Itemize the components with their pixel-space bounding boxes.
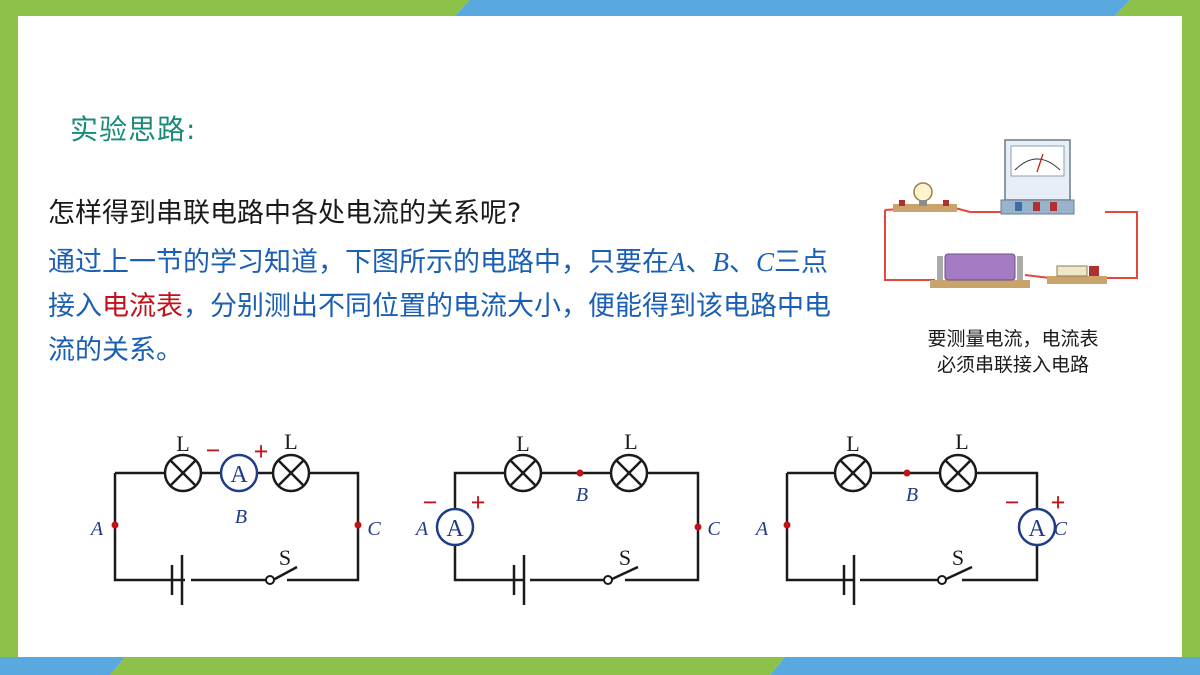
lamp-1-label: L bbox=[516, 431, 529, 456]
lamp-2-icon bbox=[938, 453, 978, 493]
meter-minus: − bbox=[423, 488, 438, 517]
battery-apparatus-icon bbox=[930, 253, 1030, 288]
switch-label: S bbox=[619, 545, 631, 570]
lamp-2-icon bbox=[609, 453, 649, 493]
ammeter-apparatus-icon bbox=[1000, 139, 1075, 215]
ammeter-icon bbox=[1017, 507, 1057, 547]
para-part-3: ，分别测出不同位置的电流大小，便能得到该电路中电流的关系。 bbox=[48, 291, 831, 366]
ammeter-highlight: 电流表 bbox=[102, 291, 183, 322]
point-c-text: C bbox=[367, 518, 381, 540]
point-b-label: B bbox=[712, 247, 730, 277]
apparatus-illustration bbox=[884, 139, 1138, 288]
circuit-diagram-2: A − + L L A B C S bbox=[414, 429, 720, 605]
top-border bbox=[0, 0, 1200, 16]
switch-label: S bbox=[952, 545, 964, 570]
switch-apparatus-icon bbox=[1047, 265, 1107, 284]
bulb-base bbox=[893, 204, 957, 212]
point-a-text: A bbox=[754, 518, 769, 540]
section-title: 实验思路: bbox=[70, 113, 197, 146]
point-b-text: B bbox=[576, 484, 588, 506]
para-sep-2: 、 bbox=[729, 247, 756, 278]
lamp-1-icon bbox=[503, 453, 543, 493]
point-a-dot bbox=[111, 521, 119, 529]
apparatus-caption: 要测量电流，电流表 必须串联接入电路 bbox=[885, 326, 1141, 378]
meter-letter: A bbox=[446, 516, 464, 542]
switch-pivot bbox=[265, 575, 275, 585]
bottom-border bbox=[0, 657, 1200, 675]
lamp-1-icon bbox=[833, 453, 873, 493]
meter-plus: + bbox=[471, 488, 486, 517]
lamp-2-icon bbox=[271, 453, 311, 493]
frame-right-border bbox=[1182, 0, 1200, 675]
point-c-dot bbox=[694, 523, 702, 531]
switch-label: S bbox=[279, 545, 291, 570]
para-sep-1: 、 bbox=[685, 247, 713, 278]
point-b-dot bbox=[903, 469, 911, 477]
ammeter-icon bbox=[435, 507, 475, 547]
point-c-dot bbox=[354, 521, 362, 529]
caption-line-2: 必须串联接入电路 bbox=[936, 354, 1089, 376]
lamp-2-label: L bbox=[284, 429, 297, 454]
meter-letter: A bbox=[1028, 516, 1046, 542]
point-a-text: A bbox=[414, 518, 429, 540]
point-c-text: C bbox=[1054, 518, 1068, 540]
question-text: 怎样得到串联电路中各处电流的关系呢? bbox=[48, 198, 522, 229]
point-b-text: B bbox=[235, 506, 247, 528]
meter-plus: + bbox=[254, 437, 269, 466]
point-a-label: A bbox=[669, 247, 686, 277]
point-a-dot bbox=[783, 521, 791, 529]
meter-minus: − bbox=[1005, 488, 1020, 517]
lamp-2-label: L bbox=[624, 429, 637, 454]
para-part-2: 三点接入 bbox=[48, 247, 829, 322]
point-a-text: A bbox=[89, 518, 104, 540]
meter-minus: − bbox=[206, 436, 221, 465]
lamp-1-icon bbox=[163, 453, 203, 493]
switch-pivot bbox=[937, 575, 947, 585]
lamp-1-label: L bbox=[176, 431, 189, 456]
point-b-text: B bbox=[906, 484, 918, 506]
caption-line-1: 要测量电流，电流表 bbox=[927, 328, 1099, 350]
lamp-2-label: L bbox=[955, 429, 968, 454]
meter-plus: + bbox=[1051, 488, 1066, 517]
point-c-text: C bbox=[707, 518, 720, 540]
explanation-paragraph: 通过上一节的学习知道，下图所示的电路中，只要在A、B、C三点接入电流表，分别测出… bbox=[48, 240, 848, 373]
switch-pivot bbox=[603, 575, 613, 585]
point-b-dot bbox=[576, 469, 584, 477]
bulb-icon bbox=[913, 182, 933, 202]
lamp-1-label: L bbox=[846, 431, 859, 456]
frame-left-border bbox=[0, 0, 18, 675]
ammeter-icon bbox=[219, 453, 259, 493]
point-c-label: C bbox=[756, 247, 775, 277]
para-part-1: 通过上一节的学习知道，下图所示的电路中，只要在 bbox=[48, 247, 669, 278]
meter-letter: A bbox=[230, 462, 248, 488]
circuit-diagram-3: A − + L L A B C S bbox=[754, 429, 1068, 605]
circuit-diagram-1: A − + L L A B C S bbox=[89, 429, 381, 605]
